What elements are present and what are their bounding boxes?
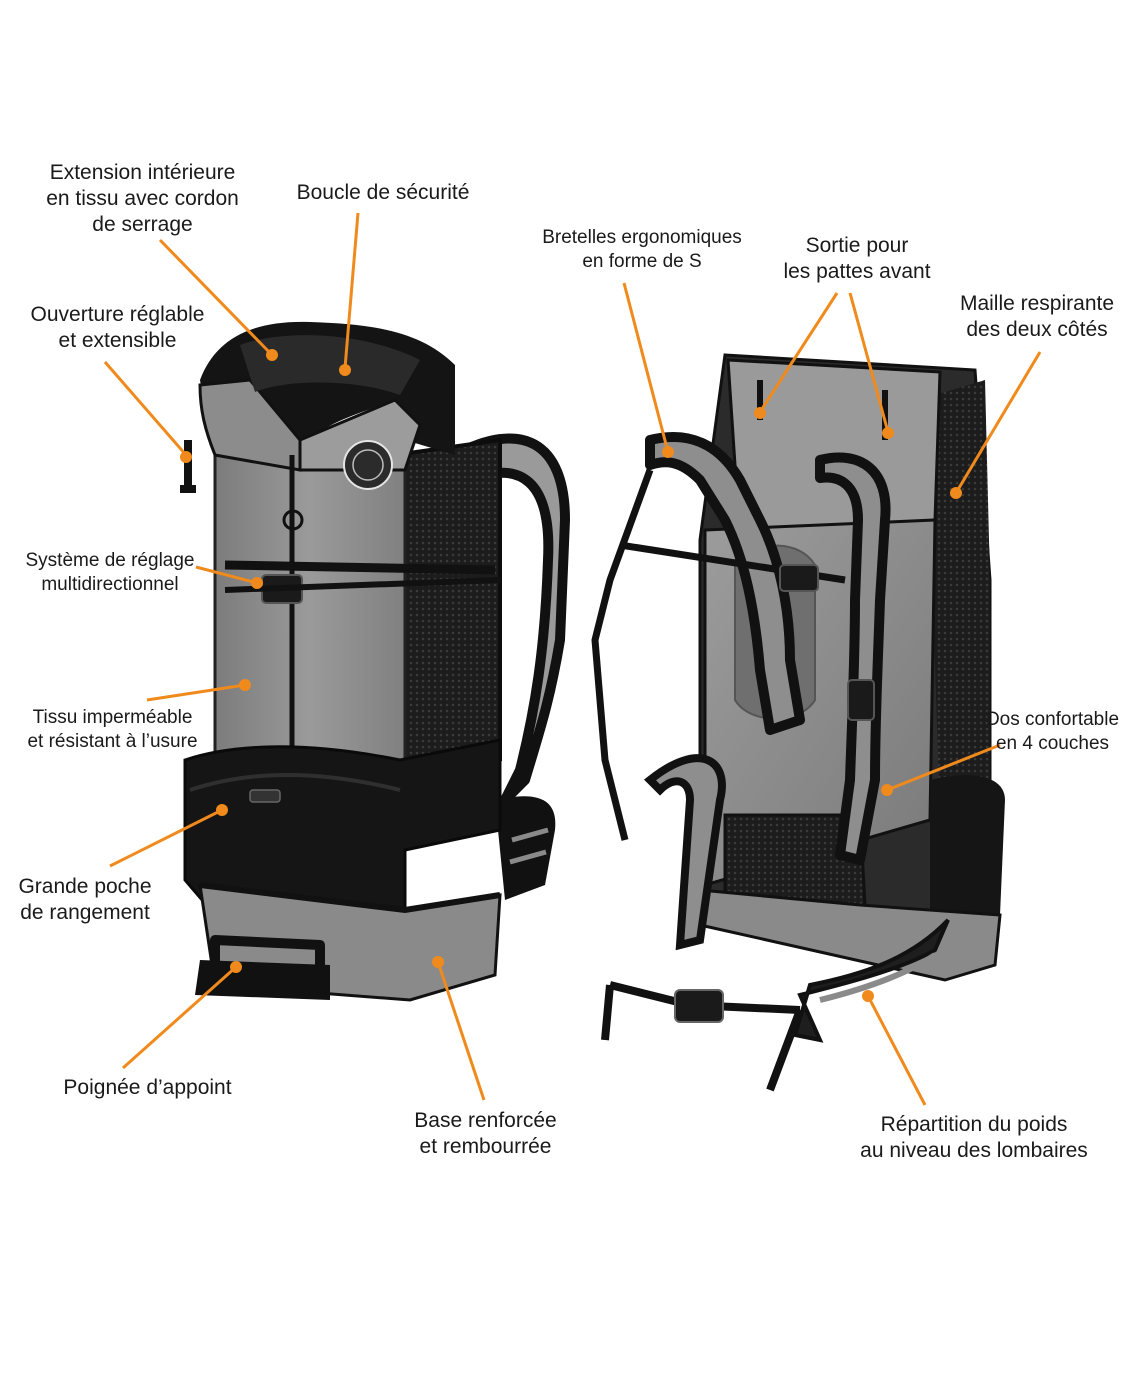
back-hip-belt-left (644, 754, 726, 951)
front-backpack (180, 321, 570, 1002)
label-base-line2: et rembourrée (419, 1135, 552, 1158)
label-repartition: Répartition du poids au niveau des lomba… (838, 1112, 1110, 1164)
label-sortie-line2: les pattes avant (783, 260, 931, 283)
callout-dots (180, 349, 962, 1002)
label-tissu-line1: Tissu imperméable (32, 707, 193, 728)
label-poche-line2: de rangement (20, 901, 150, 924)
label-sortie: Sortie pour les pattes avant (768, 233, 946, 285)
label-systeme: Système de réglage multidirectionnel (5, 549, 215, 597)
logo-badge-icon (343, 440, 393, 490)
label-bretelles-line2: en forme de S (582, 251, 702, 272)
label-poche: Grande poche de rangement (5, 874, 165, 926)
front-hip-belt (495, 796, 556, 900)
back-waist-buckle (674, 989, 724, 1023)
label-boucle-line1: Boucle de sécurité (296, 181, 470, 204)
label-ouverture-line2: et extensible (58, 329, 177, 352)
label-tissu: Tissu imperméable et résistant à l’usure (5, 706, 220, 754)
label-tissu-line2: et résistant à l’usure (27, 731, 198, 752)
front-pocket (183, 738, 502, 917)
label-dos: Dos confortable en 4 couches (975, 708, 1130, 756)
label-extension-line1: Extension intérieure (49, 161, 236, 184)
label-ouverture-line1: Ouverture réglable (30, 303, 205, 326)
label-ouverture: Ouverture réglable et extensible (10, 302, 225, 354)
callout-lines (103, 212, 1042, 1106)
label-base-line1: Base renforcée (414, 1109, 557, 1132)
label-dos-line2: en 4 couches (995, 733, 1110, 754)
label-maille: Maille respirante des deux côtés (948, 291, 1126, 343)
label-maille-line1: Maille respirante (959, 292, 1115, 315)
front-shoulder-strap (450, 433, 570, 805)
back-buckle (779, 564, 819, 592)
label-bretelles: Bretelles ergonomiques en forme de S (517, 226, 767, 274)
back-right-shoulder-strap (815, 452, 891, 865)
label-systeme-line1: Système de réglage (25, 550, 195, 571)
label-dos-line1: Dos confortable (985, 709, 1120, 730)
label-poignee: Poignée d’appoint (45, 1075, 250, 1101)
label-extension: Extension intérieure en tissu avec cordo… (20, 160, 265, 238)
label-poignee-line1: Poignée d’appoint (63, 1076, 232, 1099)
label-systeme-line2: multidirectionnel (41, 574, 179, 595)
back-hip-belt-right (792, 918, 950, 1043)
label-repartition-line1: Répartition du poids (880, 1113, 1068, 1136)
label-extension-line3: de serrage (92, 213, 193, 236)
label-repartition-line2: au niveau des lombaires (860, 1139, 1088, 1162)
back-left-shoulder-strap (645, 431, 805, 735)
label-sortie-line1: Sortie pour (805, 234, 909, 257)
label-base: Base renforcée et rembourrée (398, 1108, 573, 1160)
front-chest-strap (224, 560, 496, 575)
label-bretelles-line1: Bretelles ergonomiques (542, 227, 742, 248)
back-backpack (591, 353, 1005, 1092)
label-boucle: Boucle de sécurité (278, 180, 488, 206)
label-poche-line1: Grande poche (18, 875, 152, 898)
label-extension-line2: en tissu avec cordon (46, 187, 239, 210)
label-maille-line2: des deux côtés (966, 318, 1108, 341)
